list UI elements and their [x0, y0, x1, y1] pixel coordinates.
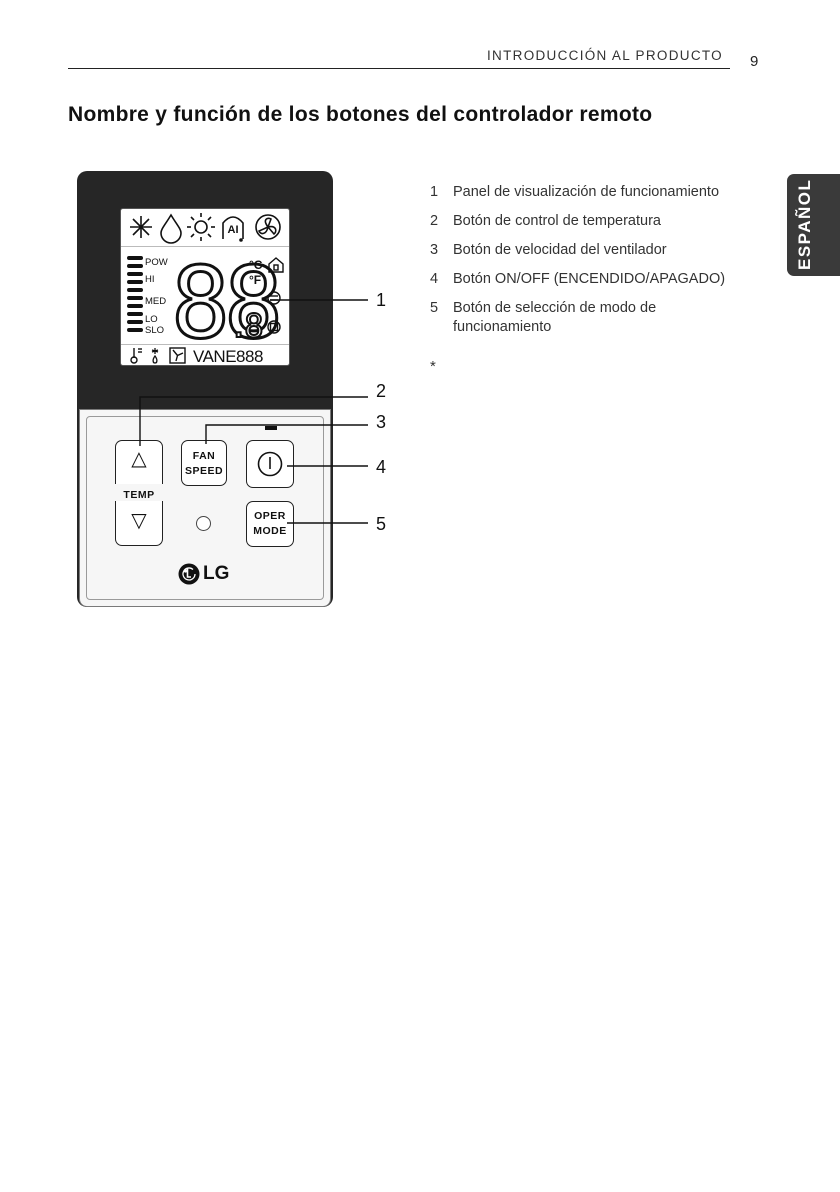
home-icon: [268, 257, 284, 273]
page-heading: Nombre y función de los botones del cont…: [68, 103, 653, 126]
lcd-bottom-separator: [121, 344, 289, 345]
sun-icon: [187, 213, 215, 241]
remote-controller: AI POW HI: [77, 171, 333, 607]
legend-item: 3 Botón de velocidad del ventilador: [430, 241, 780, 260]
legend-item-number: 3: [430, 242, 439, 258]
power-indicator-bar: [265, 426, 277, 430]
callout-number-1: 1: [376, 290, 387, 310]
indicator-led: [196, 516, 211, 531]
fan-box-icon: [169, 347, 186, 364]
fan-icon: [255, 214, 281, 240]
oper-mode-button[interactable]: OPER MODE: [246, 501, 294, 547]
legend-item: 5 Botón de selección de modo de funciona…: [430, 299, 710, 337]
legend-item-text: Botón ON/OFF (ENCENDIDO/APAGADO): [453, 271, 726, 287]
defrost-icon: [151, 348, 159, 364]
unit-celsius: °C: [249, 258, 263, 272]
legend-item: 4 Botón ON/OFF (ENCENDIDO/APAGADO): [430, 270, 780, 289]
down-arrow-icon: ▽: [131, 510, 147, 532]
lcd-top-separator: [121, 246, 289, 247]
section-title: INTRODUCCIÓN AL PRODUCTO: [487, 48, 723, 63]
unit-fahrenheit: °F: [249, 273, 261, 287]
language-tab-label: ESPAÑOL: [795, 178, 814, 270]
fan-speed-label-2: SPEED: [184, 465, 224, 477]
fan-level-bars: [127, 256, 143, 332]
legend-item: 2 Botón de control de temperatura: [430, 212, 780, 231]
legend-item-number: 1: [430, 184, 439, 200]
callout-number-2: 2: [376, 381, 387, 401]
legend-item: 1 Panel de visualización de funcionamien…: [430, 183, 780, 202]
fan-level-med: MED: [145, 296, 166, 307]
lcd-display: AI POW HI: [120, 208, 290, 366]
language-tab: ESPAÑOL: [787, 174, 840, 276]
water-drop-icon: [160, 213, 182, 244]
thermometer-icon: [130, 348, 142, 364]
legend-item-number: 2: [430, 213, 439, 229]
legend-list: 1 Panel de visualización de funcionamien…: [430, 183, 780, 347]
legend-item-text: Panel de visualización de funcionamiento: [453, 184, 720, 200]
temp-up-button[interactable]: △: [115, 440, 163, 484]
temperature-decimal: .8: [229, 307, 262, 345]
fan-speed-label-1: FAN: [192, 450, 216, 462]
page-number: 9: [750, 53, 759, 70]
legend-item-number: 5: [430, 300, 439, 316]
legend-item-text: Botón de control de temperatura: [453, 213, 661, 229]
lg-logo-text: LG: [203, 563, 230, 584]
fan-speed-button[interactable]: FAN SPEED: [181, 440, 227, 486]
legend-item-text: Botón de velocidad del ventilador: [453, 242, 667, 258]
callout-number-3: 3: [376, 412, 387, 432]
lg-logo: LG: [178, 563, 238, 585]
callout-number-5: 5: [376, 514, 387, 534]
oper-mode-label-2: MODE: [253, 525, 287, 537]
snowflake-icon: [130, 216, 152, 238]
lg-logo-icon: [178, 563, 200, 585]
fan-level-pow: POW: [145, 257, 168, 268]
temp-label: TEMP: [123, 489, 155, 501]
power-icon: [257, 451, 282, 476]
oper-mode-label-1: OPER: [254, 510, 286, 522]
fan-level-hi: HI: [145, 274, 155, 285]
robot-clean-icon: [267, 320, 281, 334]
up-arrow-icon: △: [131, 448, 147, 470]
legend-item-number: 4: [430, 271, 439, 287]
temp-down-button[interactable]: ▽: [115, 501, 163, 546]
ai-mode-label: AI: [228, 224, 239, 236]
fan-level-lo: LO: [145, 314, 158, 325]
lcd-graphics: AI POW HI: [121, 213, 289, 365]
note-marker: *: [430, 358, 436, 375]
legend-item-text: Botón de selección de modo de funcionami…: [453, 300, 657, 335]
vane-readout: VANE888: [193, 347, 263, 365]
ai-mode-icon: AI: [222, 216, 244, 242]
power-button[interactable]: [246, 440, 294, 488]
callout-number-4: 4: [376, 457, 387, 477]
temperature-digits: 88: [171, 247, 277, 361]
fan-level-slo: SLO: [145, 325, 164, 336]
header-rule: [68, 68, 730, 69]
